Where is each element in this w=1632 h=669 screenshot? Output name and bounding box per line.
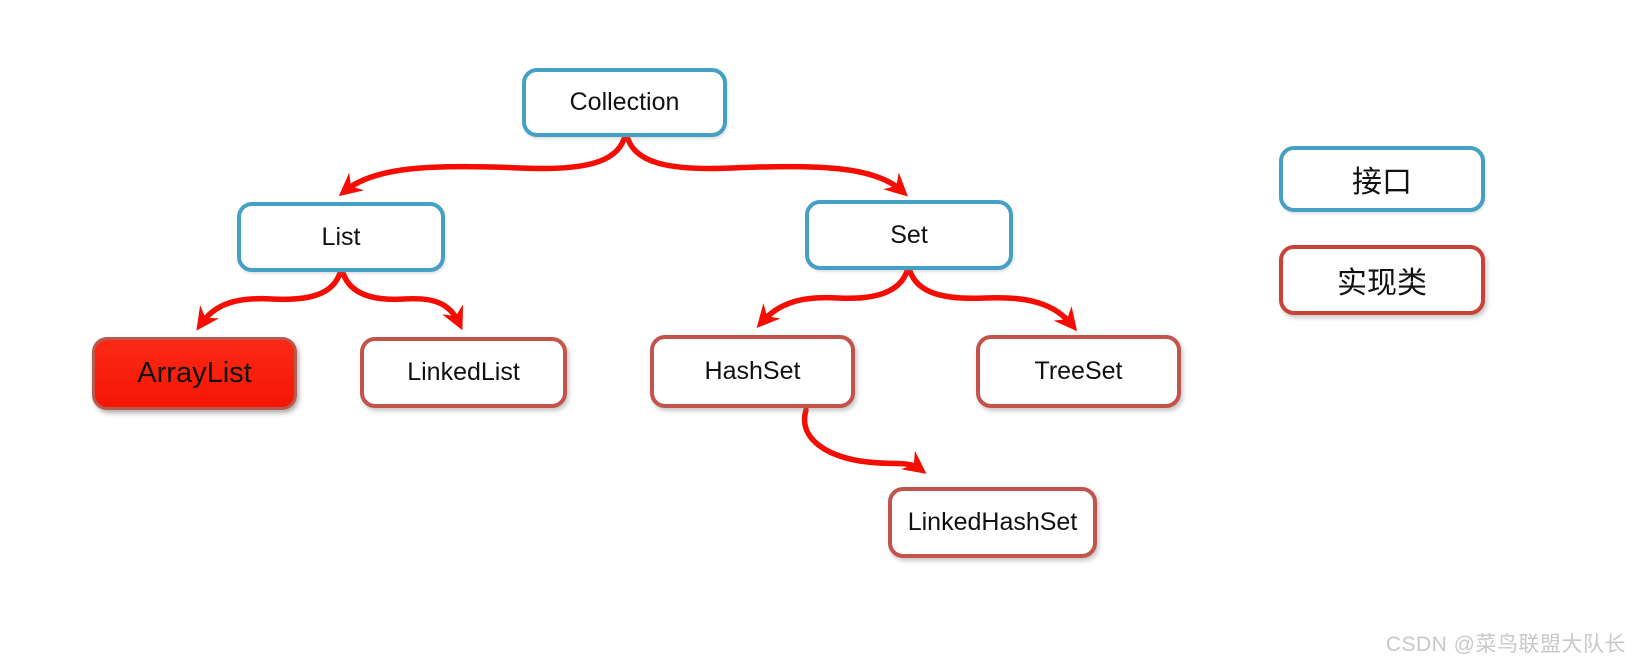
edge-collection-to-set-arrow <box>625 136 908 197</box>
node-list: List <box>237 202 445 272</box>
edge-list-to-arraylist-arrow <box>196 270 343 331</box>
node-linkedhashset: LinkedHashSet <box>888 487 1097 558</box>
legend-implementation-label: 实现类 <box>1337 267 1427 300</box>
legend-implementation-box: 实现类 <box>1279 245 1485 315</box>
edge-set-to-treeset-arrow <box>907 268 1078 332</box>
legend-interface-label: 接口 <box>1352 166 1412 199</box>
node-collection-label: Collection <box>569 88 680 116</box>
node-hashset: HashSet <box>650 335 855 408</box>
node-list-label: List <box>321 222 361 251</box>
node-treeset-label: TreeSet <box>1034 357 1123 385</box>
legend-interface-box: 接口 <box>1279 146 1485 212</box>
node-hashset-label: HashSet <box>704 357 801 385</box>
edge-set-to-hashset-arrow <box>756 268 910 329</box>
node-set-label: Set <box>890 220 928 249</box>
node-linkedlist-label: LinkedList <box>407 358 520 386</box>
edge-hashset-to-linkedhashset-arrow <box>801 407 927 474</box>
node-linkedhashset-label: LinkedHashSet <box>907 508 1078 536</box>
node-collection: Collection <box>522 68 727 137</box>
node-treeset: TreeSet <box>976 335 1181 408</box>
edge-list-to-linkedlist-arrow <box>340 270 464 331</box>
edge-collection-to-list-arrow <box>338 136 627 197</box>
node-arraylist-label: ArrayList <box>137 357 252 389</box>
node-arraylist-highlighted: ArrayList <box>92 337 297 410</box>
node-linkedlist: LinkedList <box>360 337 567 408</box>
node-set: Set <box>805 200 1013 270</box>
csdn-watermark: CSDN @菜鸟联盟大队长 <box>1385 633 1626 656</box>
